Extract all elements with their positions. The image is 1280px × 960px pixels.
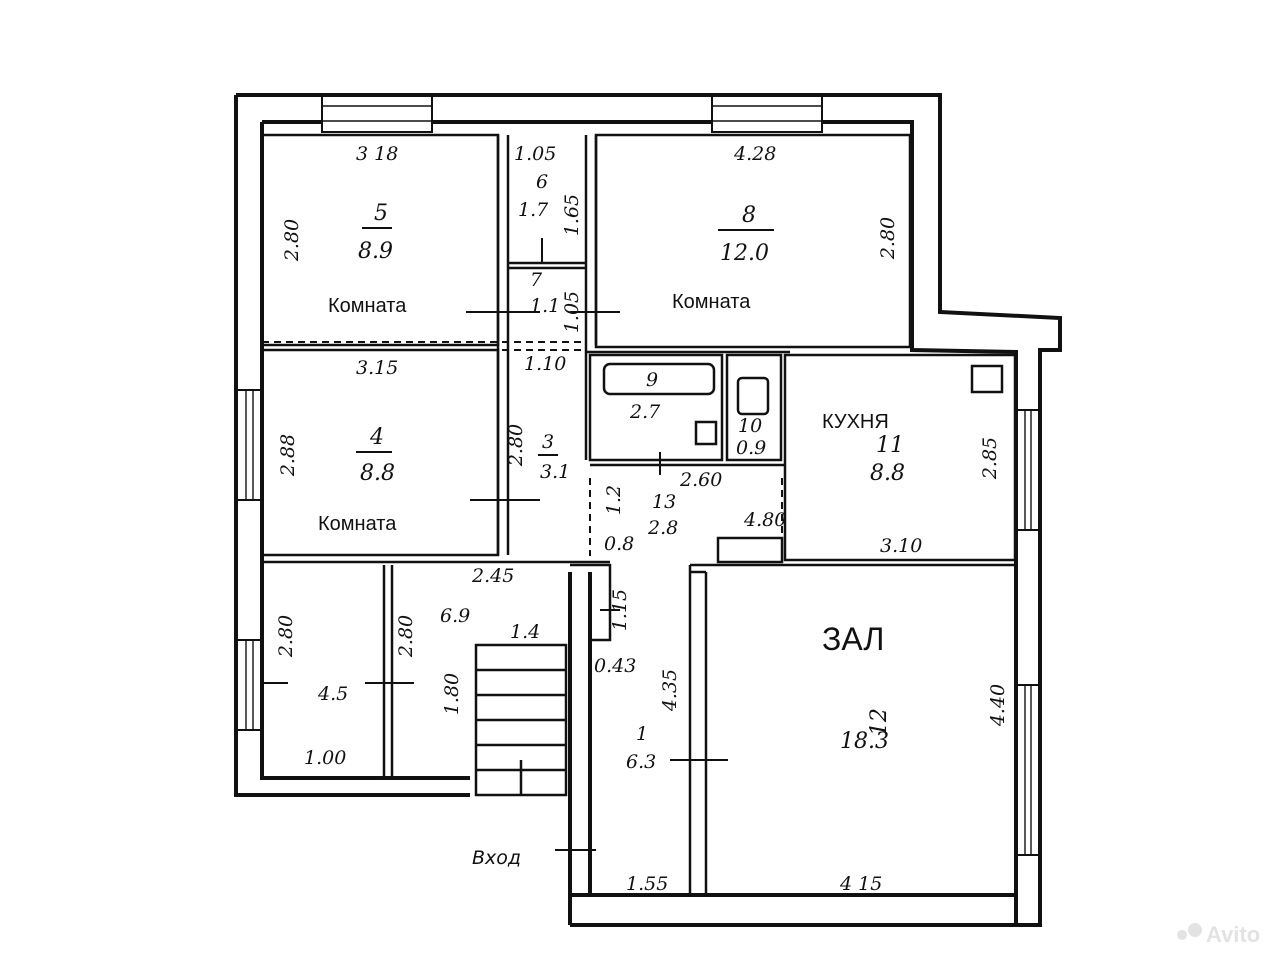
room-4-area: 8.8 [360, 461, 395, 486]
storage-left-width: 1.00 [304, 747, 346, 769]
room-13-area: 2.8 [647, 517, 678, 539]
room-1-dim-a: 1.15 [609, 589, 631, 631]
room-6-number: 6 [536, 171, 548, 193]
room-5-number: 5 [374, 201, 388, 226]
room-7-area: 1.1 [530, 295, 560, 317]
room-1-dim-b: 0.43 [594, 655, 636, 677]
room-9: 9 2.7 [629, 369, 661, 423]
room-11-number: 11 [876, 433, 904, 458]
room-stairs: 2.45 6.9 1.4 2.80 1.80 [395, 565, 540, 715]
room-1-number: 1 [636, 723, 648, 745]
windows [236, 95, 1040, 856]
room-3: 2.80 3 3.1 [505, 424, 570, 483]
room-1-width: 1.55 [626, 873, 668, 895]
room-11-width: 3.10 [880, 535, 922, 557]
outer-walls [234, 93, 1062, 927]
room-11: КУХНЯ 11 8.8 2.85 3.10 [822, 411, 1001, 557]
room-9-area: 2.7 [629, 401, 661, 423]
room-10-number: 10 [738, 415, 762, 437]
stairs-dim-a: 2.45 [471, 565, 514, 587]
stairs-height: 2.80 [395, 615, 417, 658]
room-13-dim-b: 0.8 [604, 533, 634, 555]
room-5-width: 3 18 [356, 143, 398, 165]
room-11-height: 2.85 [979, 437, 1001, 480]
room-12-width: 4 15 [839, 873, 882, 895]
room-5-height: 2.80 [281, 219, 303, 262]
door-marks [262, 238, 728, 851]
room-12: ЗАЛ 12 18.3 4.40 4 15 [822, 621, 1009, 895]
room-7-number: 7 [530, 269, 543, 291]
room-8-height: 2.80 [877, 217, 899, 260]
room-4-width: 3.15 [356, 357, 398, 379]
watermark: Avito [1177, 922, 1260, 947]
room-3-number: 3 [542, 431, 554, 453]
room-11-label: КУХНЯ [822, 411, 889, 433]
staircase [474, 643, 568, 797]
room-8: 4.28 2.80 8 12.0 Комната [672, 143, 899, 313]
room-6-width: 1.05 [514, 143, 556, 165]
room-5-area: 8.9 [358, 239, 393, 264]
room-8-number: 8 [742, 203, 756, 228]
room-13-number: 13 [652, 491, 676, 513]
room-3-area: 3.1 [540, 461, 570, 483]
room-13: 2.60 13 2.8 1.2 0.8 4.80 [603, 469, 786, 555]
room-8-width: 4.28 [733, 143, 776, 165]
stairs-area: 6.9 [440, 605, 470, 627]
room-11-area: 8.8 [870, 461, 905, 486]
room-12-area: 18.3 [840, 729, 889, 754]
room-5-label: Комната [328, 295, 407, 317]
interior-walls [260, 133, 1017, 895]
room-4-height: 2.88 [277, 434, 299, 477]
watermark-text: Avito [1206, 922, 1260, 947]
room-5: 3 18 2.80 5 8.9 Комната [281, 143, 407, 317]
room-1-height: 4.35 [659, 669, 681, 712]
room-13-dim-a: 1.2 [603, 485, 625, 515]
room-12-number: 12 [867, 708, 892, 736]
room-6: 1.05 6 1.7 1.65 [514, 143, 583, 236]
room-13-dim-c: 4.80 [743, 509, 786, 531]
room-9-number: 9 [646, 369, 658, 391]
room-4-number: 4 [369, 425, 384, 450]
room-7-height: 1.05 [561, 291, 583, 333]
room-7: 7 1.1 1.05 1.10 [524, 269, 583, 375]
room-6-area: 1.7 [518, 199, 549, 221]
room-7-width: 1.10 [524, 353, 566, 375]
room-12-height: 4.40 [987, 684, 1009, 727]
room-8-label: Комната [672, 291, 751, 313]
entrance-label: Вход [472, 847, 521, 869]
room-4-label: Комната [318, 513, 397, 535]
room-1: 1.15 0.43 4.35 1 6.3 1.55 [594, 589, 681, 895]
room-4: 3.15 2.88 4 8.8 Комната [277, 357, 398, 535]
storage-left-area: 4.5 [317, 683, 348, 705]
stairs-dim-b: 1.80 [441, 673, 463, 715]
room-1-area: 6.3 [626, 751, 656, 773]
room-8-area: 12.0 [720, 241, 769, 266]
room-3-height: 2.80 [505, 424, 527, 467]
room-10-area: 0.9 [736, 437, 766, 459]
room-storage-left: 2.80 4.5 1.00 [275, 615, 348, 769]
room-6-height: 1.65 [561, 194, 583, 236]
room-10: 10 0.9 [736, 415, 766, 459]
stairs-width: 1.4 [510, 621, 540, 643]
storage-left-height: 2.80 [275, 615, 297, 658]
room-13-width: 2.60 [679, 469, 722, 491]
room-12-label: ЗАЛ [822, 621, 884, 657]
